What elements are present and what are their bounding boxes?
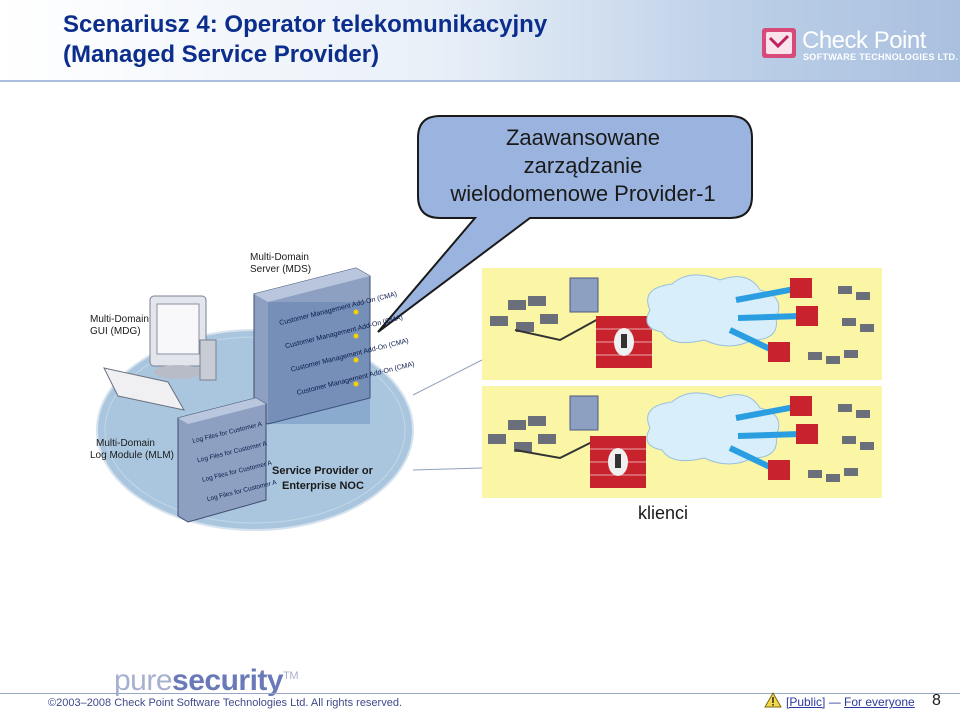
footer-divider: [0, 693, 960, 694]
mlm-log-rack-icon: Log Files for Customer A Log Files for C…: [177, 397, 278, 523]
clients-label: klienci: [638, 503, 689, 523]
mdg-label-1: Multi-Domain: [90, 314, 149, 325]
mds-server-rack-icon: Customer Management Add-On (CMA) Custome…: [253, 267, 415, 425]
title-line-1: Scenariusz 4: Operator telekomunikacyjny: [63, 11, 548, 38]
checkpoint-logo: [762, 28, 796, 58]
classification-text: For everyone: [844, 695, 915, 709]
client-network-2: [488, 392, 874, 488]
callout-line-1: Zaawansowane: [505, 125, 661, 150]
copyright-notice: ©2003–2008 Check Point Software Technolo…: [48, 697, 403, 709]
warning-icon: [764, 692, 782, 708]
page-number: 8: [932, 692, 941, 709]
title-line-2: (Managed Service Provider): [63, 41, 380, 68]
callout-text: Zaawansowane zarządzanie wielodomenowe P…: [418, 124, 748, 208]
brand-light: pure: [114, 664, 173, 697]
classification-tag: [Public]: [786, 695, 826, 709]
mlm-label-2: Log Module (MLM): [90, 450, 174, 461]
logo-subtitle: SOFTWARE TECHNOLOGIES LTD.: [803, 52, 959, 62]
noc-label-2: Enterprise NOC: [282, 480, 364, 492]
brand-bold: security: [172, 664, 284, 697]
logo-name: Check Point: [802, 27, 926, 54]
slide-title: Scenariusz 4: Operator telekomunikacyjny…: [63, 10, 547, 70]
callout-line-3: wielodomenowe Provider-1: [450, 181, 716, 206]
brand-tm: TM: [283, 670, 299, 682]
callout-line-2: zarządzanie: [523, 153, 643, 178]
server-icon: [569, 277, 599, 313]
mdg-workstation-icon: [103, 295, 217, 411]
mds-label-2: Server (MDS): [250, 264, 311, 275]
footer-brand: puresecurityTM: [114, 664, 299, 698]
noc-label-1: Service Provider or: [272, 465, 374, 477]
header-divider: [0, 80, 960, 82]
classification-label: [Public] — For everyone: [786, 695, 915, 709]
client-network-1: [490, 274, 874, 368]
callout-bubble: [377, 115, 753, 333]
slide-header: [0, 0, 960, 80]
mds-label-1: Multi-Domain: [250, 252, 309, 263]
server-icon: [569, 395, 599, 431]
mlm-label-1: Multi-Domain: [96, 438, 155, 449]
mdg-label-2: GUI (MDG): [90, 326, 141, 337]
